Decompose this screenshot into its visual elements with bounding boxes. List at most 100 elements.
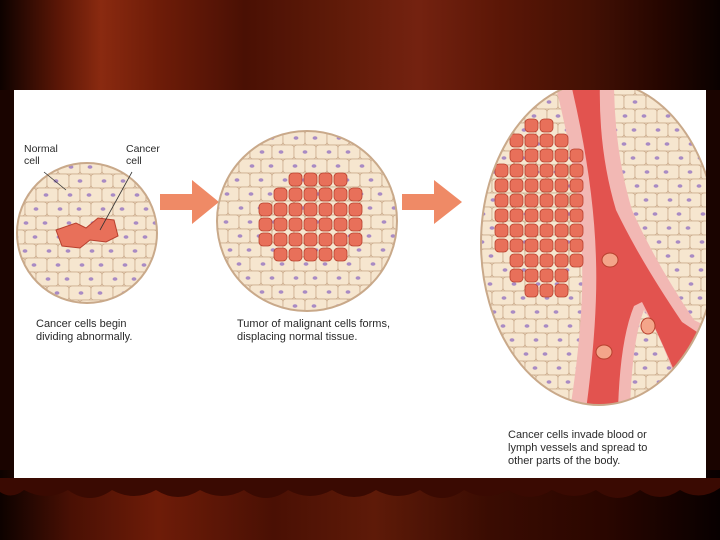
cell-nucleus <box>558 338 563 342</box>
curtain-valance <box>0 478 720 508</box>
normal-cell <box>514 95 536 109</box>
cell-nucleus <box>400 248 405 252</box>
cell-nucleus <box>155 305 160 309</box>
cell-nucleus <box>666 394 671 398</box>
cell-nucleus <box>488 282 493 286</box>
normal-cell <box>646 403 668 417</box>
cancer-cell <box>334 203 347 216</box>
cell-nucleus <box>249 192 254 196</box>
cell-nucleus <box>133 249 138 253</box>
normal-cell <box>102 300 124 314</box>
cell-nucleus <box>165 291 170 295</box>
cell-nucleus <box>677 212 682 216</box>
cell-nucleus <box>502 296 507 300</box>
cell-nucleus <box>227 276 232 280</box>
normal-cell <box>349 299 371 313</box>
normal-cell <box>14 230 25 244</box>
cell-nucleus <box>697 184 702 188</box>
cell-nucleus <box>479 128 484 132</box>
cell-nucleus <box>490 226 495 230</box>
circle-tumor <box>206 131 415 313</box>
cancer-cell <box>525 164 538 177</box>
cancer-cell <box>540 179 553 192</box>
cell-nucleus <box>534 338 539 342</box>
cancer-cell <box>525 224 538 237</box>
normal-cell <box>481 333 503 347</box>
cancer-cell <box>570 179 583 192</box>
normal-cell <box>701 389 706 403</box>
normal-cell <box>613 90 635 95</box>
cell-nucleus <box>22 277 27 281</box>
normal-cell <box>157 258 179 272</box>
cell-nucleus <box>503 128 508 132</box>
cell-nucleus <box>111 193 116 197</box>
cell-nucleus <box>480 380 485 384</box>
circle-metastasis <box>470 90 706 417</box>
cancer-cell <box>570 254 583 267</box>
cell-nucleus <box>489 254 494 258</box>
cancer-cell <box>289 173 302 186</box>
cell-nucleus <box>101 207 106 211</box>
cell-nucleus <box>699 128 704 132</box>
caption-stage-2: Tumor of malignant cells forms,displacin… <box>237 318 390 344</box>
cell-nucleus <box>667 366 672 370</box>
cell-nucleus <box>347 262 352 266</box>
cell-nucleus <box>356 136 361 140</box>
cell-nucleus <box>32 263 37 267</box>
cell-nucleus <box>477 184 482 188</box>
cell-nucleus <box>87 193 92 197</box>
cell-nucleus <box>112 305 117 309</box>
arrow-2 <box>402 180 462 224</box>
cell-nucleus <box>513 394 518 398</box>
cell-nucleus <box>34 207 39 211</box>
cell-nucleus <box>698 296 703 300</box>
normal-cell <box>14 174 25 188</box>
cancer-cell <box>570 224 583 237</box>
normal-cell <box>135 286 157 300</box>
cell-nucleus <box>489 114 494 118</box>
cell-nucleus <box>700 100 705 104</box>
normal-cell <box>701 90 706 95</box>
normal-cell <box>382 145 404 159</box>
normal-cell <box>146 272 168 286</box>
cell-nucleus <box>237 262 242 266</box>
cancer-cell <box>540 119 553 132</box>
cancer-cell <box>334 248 347 261</box>
normal-cell <box>481 109 503 123</box>
cancer-cell <box>259 233 272 246</box>
cancer-cell <box>334 218 347 231</box>
cell-nucleus <box>676 380 681 384</box>
cell-nucleus <box>523 380 528 384</box>
normal-cell <box>690 123 706 137</box>
cancer-cell <box>259 203 272 216</box>
cell-nucleus <box>382 220 387 224</box>
cell-nucleus <box>144 207 149 211</box>
normal-cell <box>239 131 261 145</box>
normal-cell <box>690 95 706 109</box>
cell-nucleus <box>700 380 705 384</box>
cell-nucleus <box>323 262 328 266</box>
cancer-cell <box>304 248 317 261</box>
cancer-cell <box>289 248 302 261</box>
cell-nucleus <box>246 276 251 280</box>
normal-cell <box>492 375 514 389</box>
cell-nucleus <box>327 150 332 154</box>
cell-nucleus <box>346 290 351 294</box>
cancer-cell <box>304 203 317 216</box>
cell-nucleus <box>403 304 408 308</box>
cell-nucleus <box>164 179 169 183</box>
cell-nucleus <box>279 150 284 154</box>
cell-nucleus <box>304 262 309 266</box>
cell-nucleus <box>657 240 662 244</box>
normal-cell <box>481 361 503 375</box>
cell-nucleus <box>634 352 639 356</box>
cell-nucleus <box>217 290 222 294</box>
cell-nucleus <box>568 324 573 328</box>
normal-cell <box>157 230 179 244</box>
cell-nucleus <box>69 305 74 309</box>
cell-nucleus <box>336 164 341 168</box>
cell-nucleus <box>501 324 506 328</box>
cell-nucleus <box>675 408 680 412</box>
cancer-cell <box>495 179 508 192</box>
cancer-cell <box>525 194 538 207</box>
